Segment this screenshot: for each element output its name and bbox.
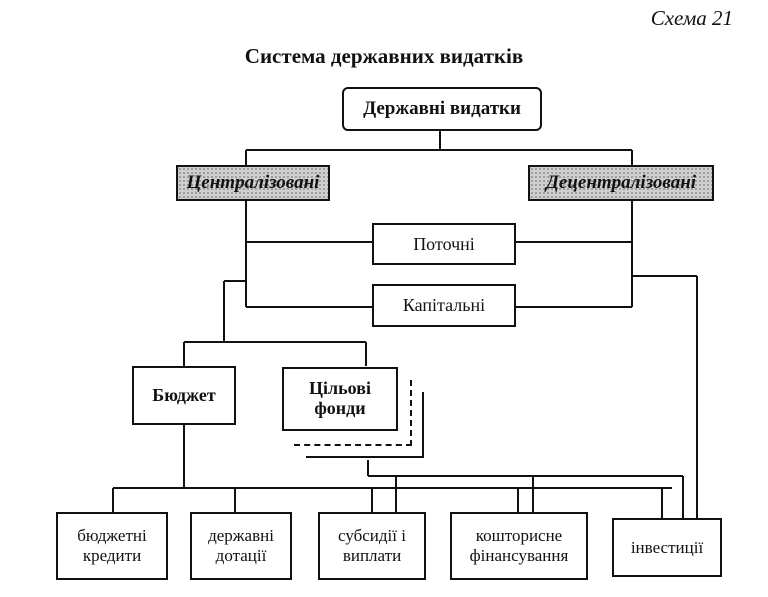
node-budget: Бюджет	[132, 366, 236, 425]
node-decentralized: Децентралізовані	[528, 165, 714, 201]
node-centralized: Централізовані	[176, 165, 330, 201]
diagram-title: Система державних видатків	[244, 44, 524, 68]
node-estimate-financing: кошторисне фінансування	[450, 512, 588, 580]
fund-stack-back	[306, 392, 424, 458]
node-state-grants: державні дотації	[190, 512, 292, 580]
node-investments: інвестиції	[612, 518, 722, 577]
node-capital: Капітальні	[372, 284, 516, 327]
node-subsidies: субсидії і виплати	[318, 512, 426, 580]
node-target-funds: Цільові фонди	[282, 367, 398, 431]
node-budget-credits: бюджетні кредити	[56, 512, 168, 580]
node-state-expenditures: Державні видатки	[342, 87, 542, 131]
fund-stack-mid	[294, 380, 412, 446]
node-current: Поточні	[372, 223, 516, 265]
schema-label: Схема 21	[650, 6, 733, 30]
